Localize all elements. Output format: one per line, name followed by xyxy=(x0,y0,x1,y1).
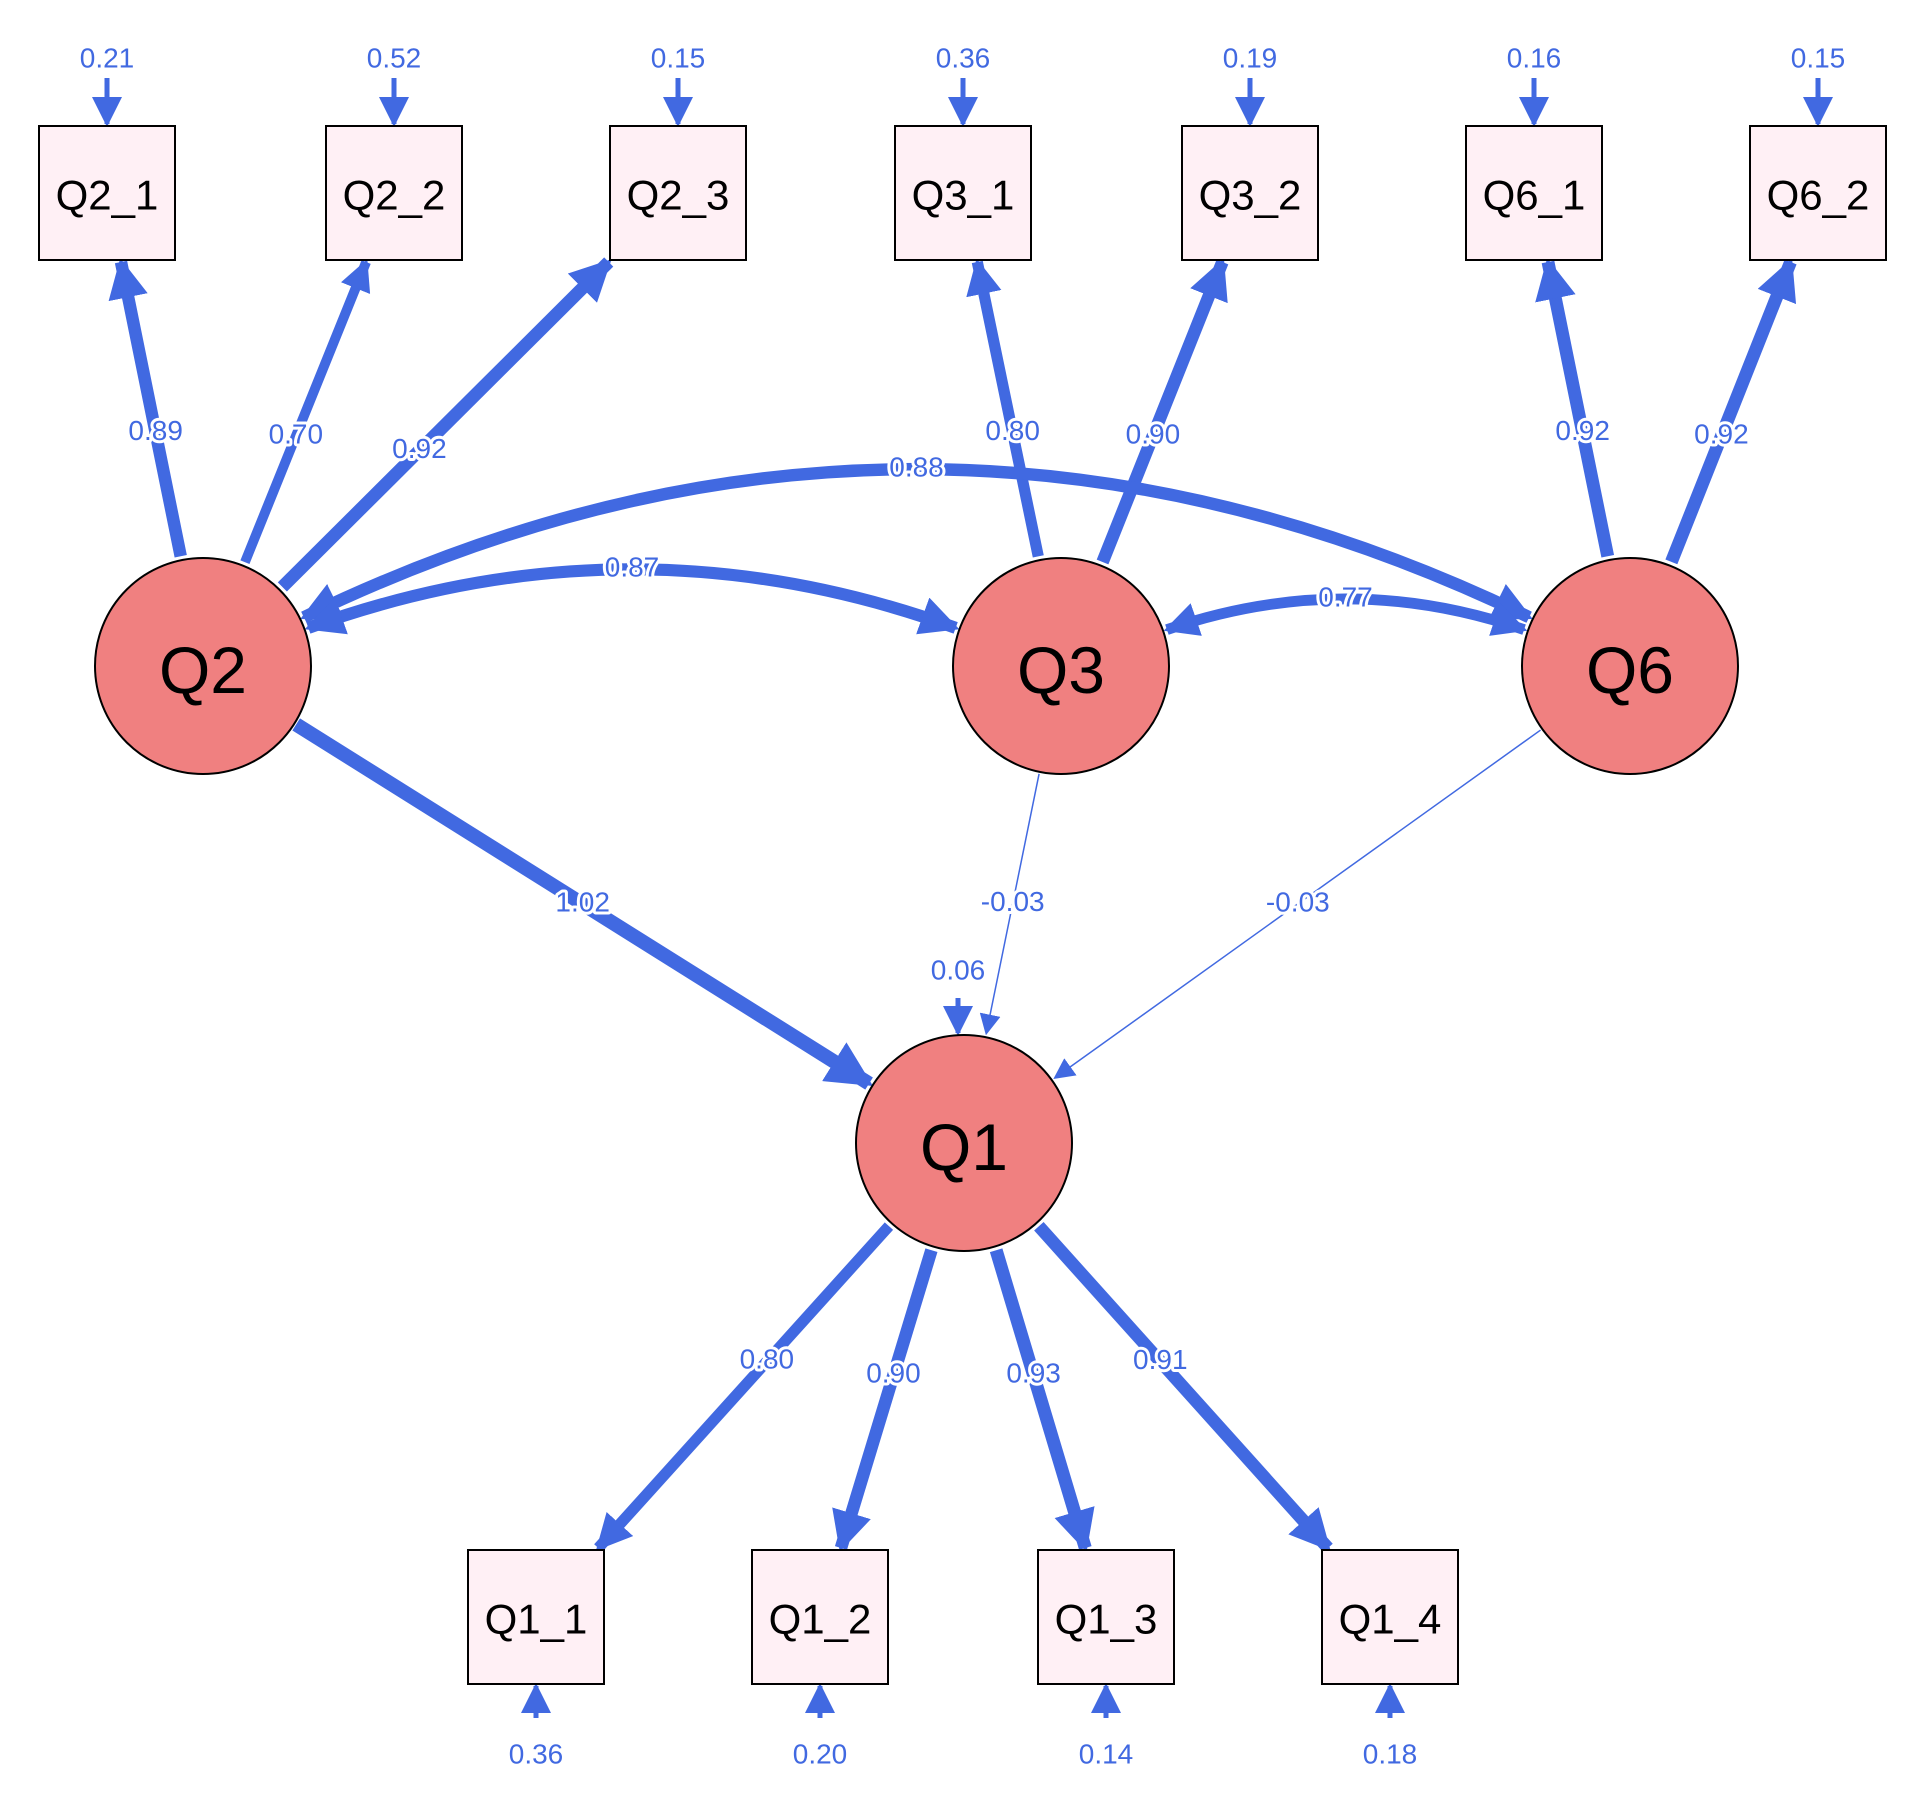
edges-layer xyxy=(92,78,1833,1718)
latent-node-q6 xyxy=(1521,557,1739,775)
residual-label-q1_2: 0.20 xyxy=(793,1738,848,1769)
covariance-edge-q2-q3 xyxy=(304,563,960,635)
manifest-node-q1_2 xyxy=(751,1549,889,1685)
latent-label-q6: Q6 xyxy=(1586,633,1674,707)
latent-label-q3: Q3 xyxy=(1017,633,1105,707)
regression-label-q6-q1: -0.03 xyxy=(1266,886,1330,917)
manifest-label-q1_4: Q1_4 xyxy=(1339,1596,1442,1643)
loading-label-q3_2: 0.90 xyxy=(1126,418,1181,449)
loading-label-q6_1: 0.92 xyxy=(1555,415,1610,446)
labels-layer: 0.89 0.70 0.92 0.80 0.90 0.92 0.92 0.80 0.90 0.93… xyxy=(77,39,1849,1772)
loading-edge-q6-q6_2 xyxy=(1665,258,1797,565)
residual-label-q1_1: 0.36 xyxy=(509,1738,564,1769)
regression-label-q2-q1: 1.02 xyxy=(555,886,610,917)
residual-label-q3_1: 0.36 xyxy=(936,42,991,73)
covariance-edge-q3-q6 xyxy=(1163,593,1528,636)
loading-edge-q2-q2_3 xyxy=(277,257,614,592)
loading-label-q1_2: 0.90 xyxy=(866,1358,921,1389)
loading-label-q3_1: 0.80 xyxy=(985,415,1040,446)
loading-edge-q2-q2_2 xyxy=(240,259,371,564)
loading-edge-q1-q1_1 xyxy=(594,1222,894,1552)
residual-label-q6_1: 0.16 xyxy=(1507,42,1562,73)
manifest-node-q1_1 xyxy=(467,1549,605,1685)
loading-label-q2_3: 0.92 xyxy=(392,433,447,464)
regression-edge-q6-q1 xyxy=(1053,729,1542,1080)
manifest-label-q2_3: Q2_3 xyxy=(627,172,730,219)
manifest-label-q2_2: Q2_2 xyxy=(343,172,446,219)
residual-label-q2_1: 0.21 xyxy=(80,42,135,73)
residual-label-q3_2: 0.19 xyxy=(1223,42,1278,73)
manifest-node-q3_2 xyxy=(1181,125,1319,261)
manifest-node-q2_1 xyxy=(38,125,176,261)
regression-edge-q3-q1 xyxy=(979,773,1040,1036)
latent-label-q2: Q2 xyxy=(159,633,247,707)
residual-label-q2_3: 0.15 xyxy=(651,42,706,73)
manifest-node-q2_2 xyxy=(325,125,463,261)
loading-label-q2_2: 0.70 xyxy=(269,418,324,449)
manifest-label-q6_2: Q6_2 xyxy=(1767,172,1870,219)
loading-edge-q6-q6_1 xyxy=(1535,257,1615,558)
manifest-node-q1_3 xyxy=(1037,1549,1175,1685)
manifest-label-q2_1: Q2_1 xyxy=(56,172,159,219)
latent-residual-label-q1: 0.06 xyxy=(931,954,986,985)
loading-edge-q2-q2_1 xyxy=(108,258,187,558)
loading-edge-q3-q3_2 xyxy=(1096,258,1229,565)
residual-label-q1_3: 0.14 xyxy=(1079,1738,1134,1769)
manifest-node-q3_1 xyxy=(894,125,1032,261)
covariance-label-q3-q6: 0.77 xyxy=(1318,581,1373,612)
manifest-node-q6_1 xyxy=(1465,125,1603,261)
loading-label-q1_4: 0.91 xyxy=(1133,1344,1188,1375)
manifest-label-q1_2: Q1_2 xyxy=(769,1596,872,1643)
manifest-label-q3_1: Q3_1 xyxy=(912,172,1015,219)
loading-label-q1_1: 0.80 xyxy=(740,1344,795,1375)
residual-label-q1_4: 0.18 xyxy=(1363,1738,1418,1769)
residual-label-q2_2: 0.52 xyxy=(367,42,422,73)
latent-node-q3 xyxy=(952,557,1170,775)
loading-label-q2_1: 0.89 xyxy=(128,415,183,446)
loading-edge-q1-q1_4 xyxy=(1034,1222,1333,1553)
loading-edge-q1-q1_3 xyxy=(989,1248,1095,1552)
loading-label-q6_2: 0.92 xyxy=(1694,418,1749,449)
manifest-node-q2_3 xyxy=(609,125,747,261)
covariance-label-q2-q6: 0.88 xyxy=(889,452,944,483)
manifest-node-q6_2 xyxy=(1749,125,1887,261)
manifest-label-q6_1: Q6_1 xyxy=(1483,172,1586,219)
regression-label-q3-q1: -0.03 xyxy=(981,886,1045,917)
latent-node-q1 xyxy=(855,1034,1073,1252)
covariance-edge-q2-q6 xyxy=(300,463,1533,623)
latent-label-q1: Q1 xyxy=(920,1110,1008,1184)
loading-edge-q1-q1_2 xyxy=(832,1248,938,1552)
covariance-label-q2-q3: 0.87 xyxy=(605,552,660,583)
loading-label-q1_3: 0.93 xyxy=(1006,1358,1061,1389)
loading-edge-q3-q3_1 xyxy=(966,258,1044,558)
manifest-label-q1_1: Q1_1 xyxy=(485,1596,588,1643)
residual-label-q6_2: 0.15 xyxy=(1791,42,1846,73)
manifest-node-q1_4 xyxy=(1321,1549,1459,1685)
manifest-label-q1_3: Q1_3 xyxy=(1055,1596,1158,1643)
latent-node-q2 xyxy=(94,557,312,775)
manifest-label-q3_2: Q3_2 xyxy=(1199,172,1302,219)
regression-edge-q2-q1 xyxy=(292,718,873,1090)
